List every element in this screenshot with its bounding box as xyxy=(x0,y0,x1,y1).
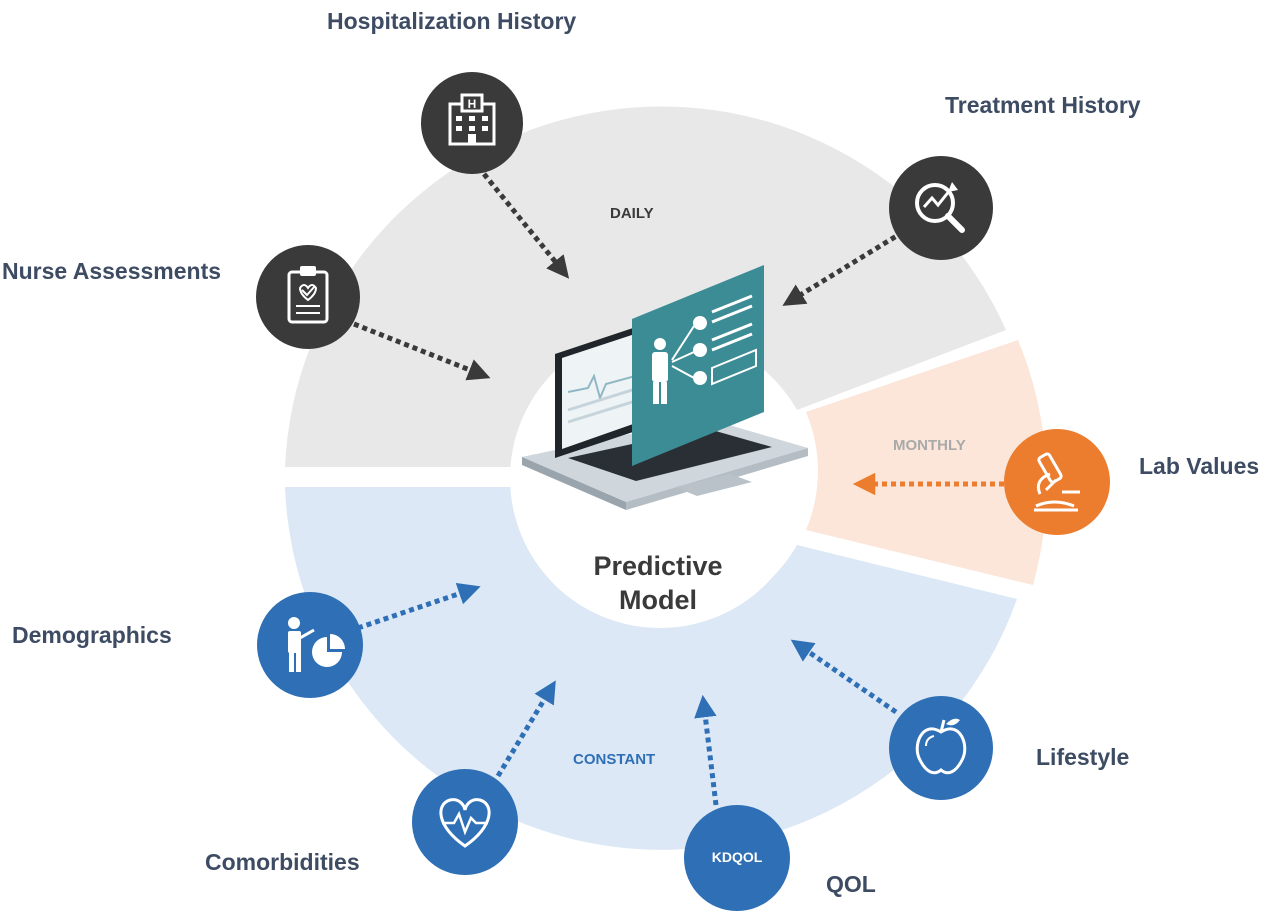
arrow-hospitalization xyxy=(482,172,570,279)
monthly-band xyxy=(806,340,1047,585)
qol-label: QOL xyxy=(826,871,876,897)
presenter-pie-chart-icon xyxy=(257,592,363,698)
daily-band-label: DAILY xyxy=(610,205,654,222)
constant-band-label: CONSTANT xyxy=(573,751,656,768)
arrow-treatment xyxy=(782,229,905,306)
hospitalization-history-label: Hospitalization History xyxy=(327,8,577,34)
arrow-demographics xyxy=(357,582,481,631)
comorbidities-label: Comorbidities xyxy=(205,849,360,875)
demographics-label: Demographics xyxy=(12,622,172,648)
arrow-comorbidities xyxy=(495,680,556,778)
lab-values-label: Lab Values xyxy=(1139,453,1260,479)
lifestyle-label: Lifestyle xyxy=(1036,744,1130,770)
constant-band xyxy=(285,487,1017,850)
treatment-history-label: Treatment History xyxy=(945,92,1141,118)
kdqol-badge-label: KDQOL xyxy=(711,849,763,865)
arrow-nurse xyxy=(353,321,491,381)
kdqol-badge xyxy=(684,805,790,911)
hospital-icon: H xyxy=(421,72,523,174)
arrow-qol xyxy=(694,694,719,806)
arrow-lifestyle xyxy=(790,639,898,715)
analytics-magnifier-icon xyxy=(889,156,993,260)
svg-text:H: H xyxy=(468,97,477,111)
daily-band xyxy=(285,106,1006,467)
nurse-assessments-label: Nurse Assessments xyxy=(2,258,222,284)
microscope-icon xyxy=(1004,429,1110,535)
apple-icon xyxy=(889,696,993,800)
laptop-dashboard-icon xyxy=(522,265,808,510)
center-title-line2: Model xyxy=(619,585,697,615)
monthly-band-label: MONTHLY xyxy=(893,437,966,454)
clipboard-check-icon xyxy=(256,245,360,349)
center-title-line1: Predictive xyxy=(593,551,723,581)
heart-pulse-icon xyxy=(412,769,518,875)
